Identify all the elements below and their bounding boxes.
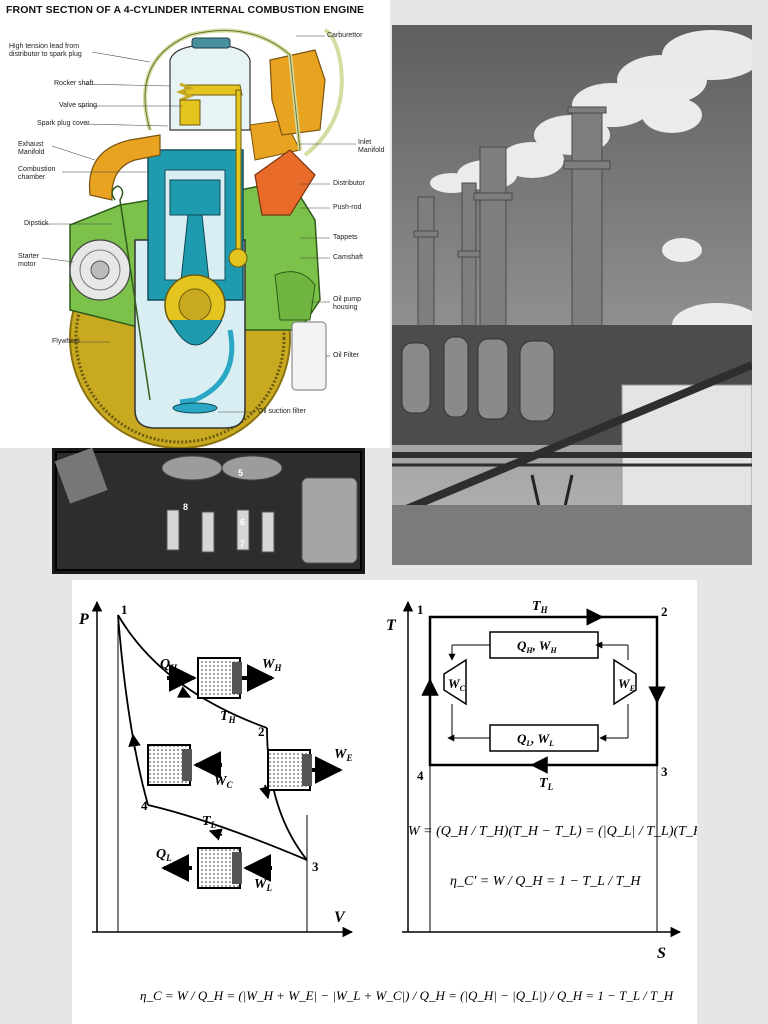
engine-cross-section: FRONT SECTION OF A 4-CYLINDER INTERNAL C… — [0, 0, 390, 448]
carnot-diagrams: P V 1 2 3 4 — [78, 599, 697, 1003]
cylinder-number-7: 7 — [240, 539, 245, 549]
pv-label-wc: WC — [214, 774, 233, 790]
power-plant-illustration — [392, 25, 752, 565]
label-carburettor: Carburettor — [327, 32, 363, 39]
pv-point-4: 4 — [141, 798, 148, 813]
carnot-cycle-panel: P V 1 2 3 4 — [72, 580, 697, 1024]
label-combustion-chamber: Combustion chamber — [18, 166, 56, 181]
label-spark-plug-cover: Spark plug cover — [37, 120, 90, 127]
pv-point-3: 3 — [312, 859, 319, 874]
pv-label-wl: WL — [254, 877, 272, 893]
piston-compression-cold-start — [147, 744, 222, 786]
work-equation: W = (Q_H / T_H)(T_H − T_L) = (|Q_L| / T_… — [408, 824, 697, 839]
label-ht-lead: High tension lead from distributor to sp… — [9, 43, 82, 58]
ts-turbine-we: WE — [618, 676, 635, 693]
pv-label-ql: QL — [156, 847, 172, 863]
ts-label-tl: TL — [539, 776, 554, 792]
ts-box-ql-wl: QL, WL — [517, 731, 554, 748]
pv-label-th: TH — [220, 709, 237, 725]
equations: W = (Q_H / T_H)(T_H − T_L) = (|Q_L| / T_… — [140, 824, 697, 1003]
cylinder-number-5: 5 — [238, 468, 243, 478]
label-oil-pump-housing: Oil pump housing — [333, 296, 362, 311]
pv-label-qh: QH — [160, 657, 178, 673]
ts-point-4: 4 — [417, 768, 424, 783]
pv-diagram: P V 1 2 3 4 — [78, 600, 354, 938]
engine-top-photo: 5 8 6 7 — [52, 448, 365, 574]
label-valve-spring: Valve spring — [59, 102, 98, 109]
ts-turbine-wc: WC — [448, 676, 466, 693]
cylinder-number-8: 8 — [183, 502, 188, 512]
label-push-rod: Push-rod — [333, 204, 362, 211]
cylinder-number-6: 6 — [240, 517, 245, 527]
ts-point-3: 3 — [661, 764, 668, 779]
ts-y-axis-label: T — [386, 617, 397, 634]
carnot-efficiency-short: η_C' = W / Q_H = 1 − T_L / T_H — [450, 874, 641, 889]
label-inlet-manifold: Inlet Manifold — [358, 139, 385, 154]
piston-compression-cold — [161, 847, 272, 889]
label-starter-motor: Starter motor — [18, 253, 40, 268]
engine-illustration — [40, 28, 356, 448]
pv-point-1: 1 — [121, 602, 128, 617]
label-distributor: Distributor — [333, 180, 365, 187]
label-exhaust-manifold: Exhaust Manifold — [18, 141, 45, 156]
label-camshaft: Camshaft — [333, 254, 363, 261]
pv-label-we: WE — [334, 747, 352, 763]
pv-x-axis-label: V — [334, 909, 346, 926]
piston-expansion-hot — [167, 657, 275, 699]
ts-label-th: TH — [532, 599, 549, 615]
pv-label-wh: WH — [262, 657, 282, 673]
label-rocker-shaft: Rocker shaft — [54, 80, 94, 87]
carnot-efficiency-full: η_C = W / Q_H = (|W_H + W_E| − |W_L + W_… — [140, 988, 674, 1003]
power-plant-photo — [392, 25, 752, 565]
label-oil-filter: Oil Filter — [333, 352, 360, 359]
label-tappets: Tappets — [333, 234, 358, 241]
label-dipstick: Dipstick — [24, 220, 49, 227]
pv-label-tl: TL — [202, 814, 217, 830]
pv-y-axis-label: P — [78, 611, 89, 628]
ts-point-1: 1 — [417, 602, 424, 617]
ts-x-axis-label: S — [657, 945, 666, 962]
ts-diagram: T S 1 2 3 4 TH TL QH, WH QL, WL WC WE — [386, 599, 682, 962]
piston-expansion-adiabatic — [267, 749, 343, 791]
label-flywheel: Flywheel — [52, 338, 80, 345]
engine-top-illustration: 5 8 6 7 — [52, 448, 365, 574]
pv-point-2: 2 — [258, 724, 265, 739]
ts-box-qh-wh: QH, WH — [517, 638, 557, 655]
label-oil-suction-filter: Oil suction filter — [258, 408, 306, 415]
engine-diagram-title: FRONT SECTION OF A 4-CYLINDER INTERNAL C… — [6, 4, 365, 16]
ts-point-2: 2 — [661, 604, 668, 619]
